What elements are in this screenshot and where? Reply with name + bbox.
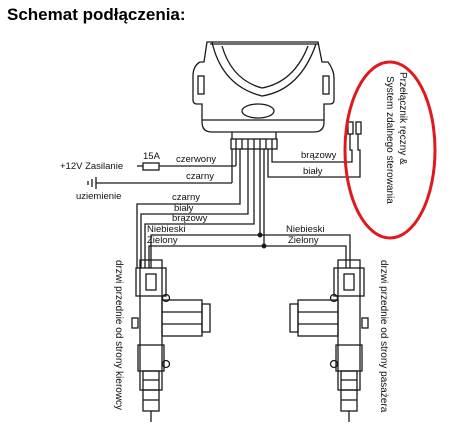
wire-label-white-right: biały xyxy=(303,166,323,177)
wire-label-brown-right: brązowy xyxy=(301,150,337,161)
switch-terminal-white xyxy=(355,121,362,135)
control-unit xyxy=(192,41,335,133)
actuator-left xyxy=(131,259,211,422)
fuse-label: 15A xyxy=(143,151,161,162)
wire-connector xyxy=(230,132,278,150)
page-title: Schemat podłączenia: xyxy=(7,5,186,24)
actuator-right xyxy=(289,259,369,422)
bus-label-black: czarny xyxy=(172,192,200,203)
supply-label: +12V Zasilanie xyxy=(60,161,123,172)
switch-highlight xyxy=(343,60,437,240)
bus-label-white: biały xyxy=(174,203,194,214)
door-label-left: drzwi przednie od strony kierowcy xyxy=(113,260,124,410)
wire-label-red: czerwony xyxy=(176,154,216,165)
bus-label-green: Zielony xyxy=(147,235,178,246)
door-label-right: drzwi przednie od strony pasażera xyxy=(378,260,389,413)
fuse xyxy=(142,162,160,171)
ground-symbol xyxy=(87,177,97,189)
switch-label-line2: System zdalnego sterowania xyxy=(384,76,395,204)
switch-terminal-brown xyxy=(347,121,354,135)
wire-label-black-supply: czarny xyxy=(186,171,214,182)
right-label-blue: Niebieski xyxy=(286,224,325,235)
ground-label: uziemienie xyxy=(76,191,121,202)
switch-label-line1: Przełącznik ręczny & xyxy=(397,72,408,165)
bus-label-brown: brązowy xyxy=(172,213,208,224)
right-label-green: Zielony xyxy=(288,235,319,246)
bus-label-blue: Niebieski xyxy=(147,224,186,235)
